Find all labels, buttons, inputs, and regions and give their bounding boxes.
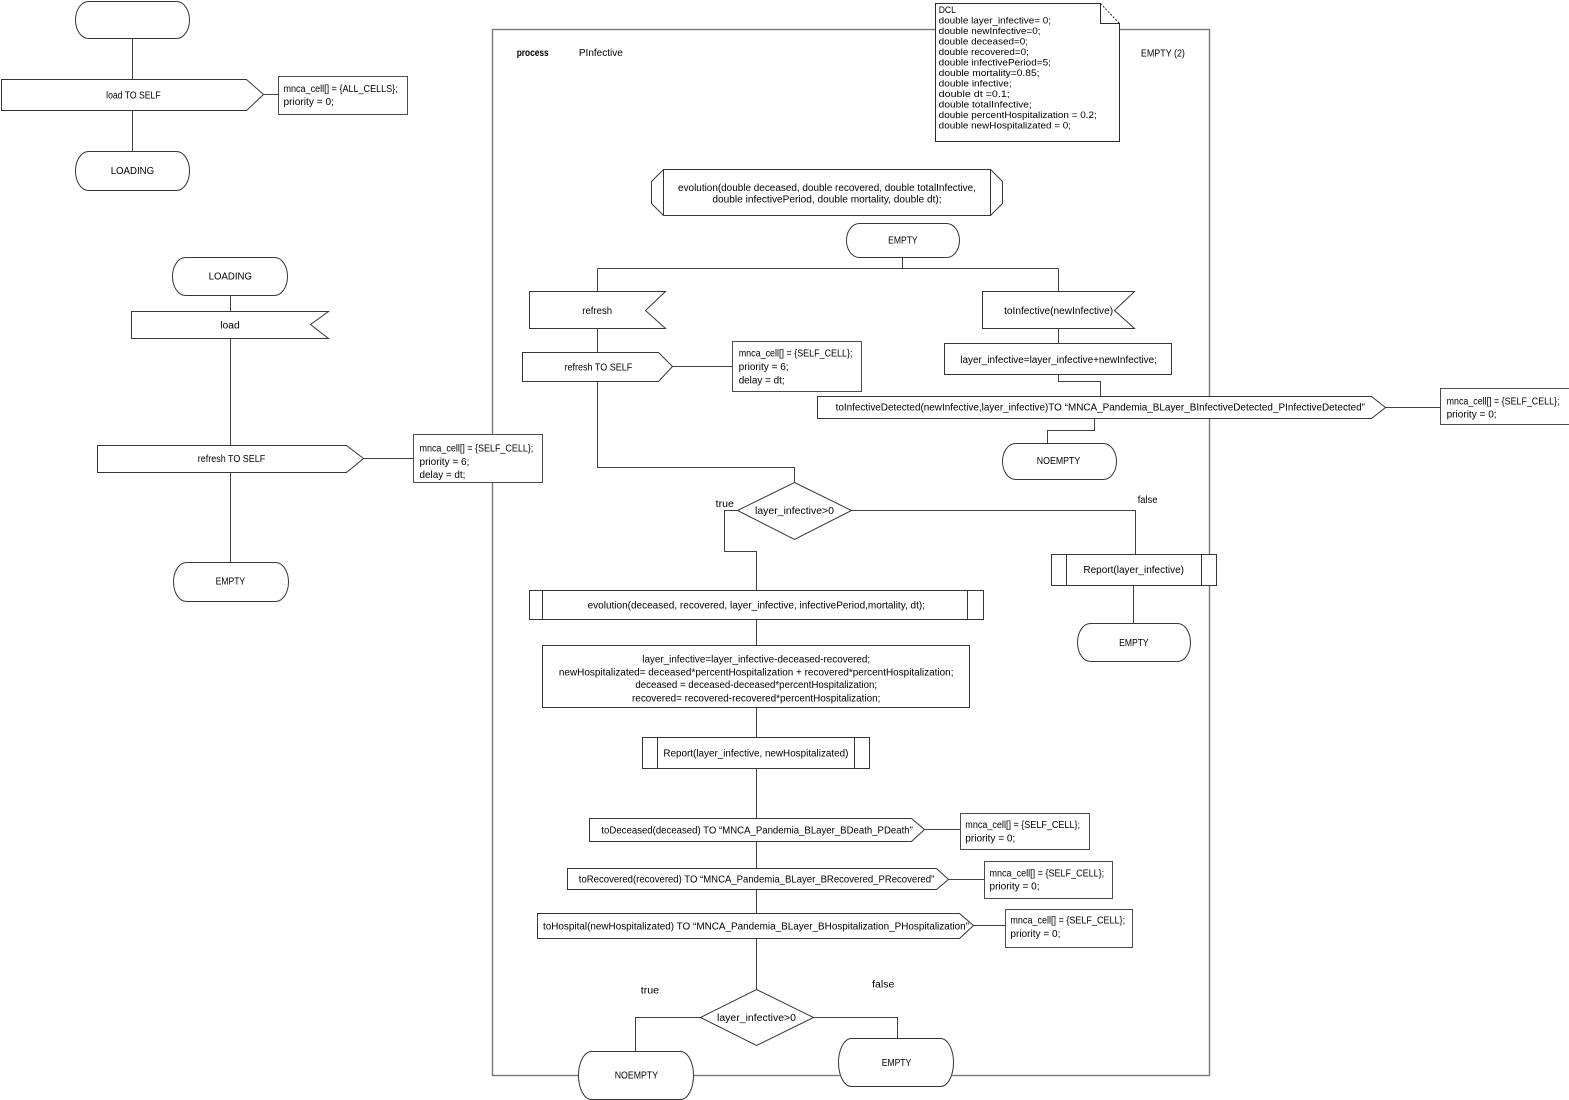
svg-text:mnca_cell[] = {SELF_CELL};: mnca_cell[] = {SELF_CELL}; [420, 444, 534, 455]
svg-text:double infectivePeriod, double: double infectivePeriod, double mortality… [712, 194, 941, 205]
svg-text:double mortality=0.85;: double mortality=0.85; [939, 68, 1040, 79]
svg-text:evolution(deceased, recovered,: evolution(deceased, recovered, layer_inf… [588, 601, 925, 612]
svg-text:priority = 6;: priority = 6; [739, 362, 789, 373]
svg-text:double infectivePeriod=5;: double infectivePeriod=5; [939, 57, 1051, 68]
svg-text:EMPTY: EMPTY [888, 235, 918, 246]
svg-text:newHospitalizated= deceased*pe: newHospitalizated= deceased*percentHospi… [559, 667, 954, 678]
svg-text:process: process [517, 48, 549, 59]
svg-text:delay = dt;: delay = dt; [739, 376, 785, 387]
svg-text:double dt =0.1;: double dt =0.1; [939, 89, 1010, 100]
svg-text:toHospital(newHospitalizated): toHospital(newHospitalizated) TO “MNCA_P… [543, 921, 969, 932]
svg-text:deceased = deceased-deceased*p: deceased = deceased-deceased*percentHosp… [635, 680, 877, 691]
svg-text:mnca_cell[] = {SELF_CELL};: mnca_cell[] = {SELF_CELL}; [990, 868, 1105, 879]
svg-text:true: true [716, 499, 735, 510]
svg-text:EMPTY: EMPTY [882, 1058, 912, 1069]
svg-text:layer_infective>0: layer_infective>0 [717, 1013, 796, 1024]
svg-text:delay = dt;: delay = dt; [420, 470, 466, 481]
svg-text:layer_infective>0: layer_infective>0 [755, 506, 834, 517]
svg-text:mnca_cell[] = {SELF_CELL};: mnca_cell[] = {SELF_CELL}; [1010, 916, 1125, 927]
svg-text:EMPTY (2): EMPTY (2) [1141, 49, 1185, 60]
svg-text:LOADING: LOADING [209, 272, 253, 283]
svg-text:mnca_cell[] = {SELF_CELL};: mnca_cell[] = {SELF_CELL}; [965, 820, 1080, 831]
svg-text:priority = 0;: priority = 0; [1010, 929, 1060, 940]
svg-text:mnca_cell[] = {SELF_CELL};: mnca_cell[] = {SELF_CELL}; [739, 349, 853, 360]
svg-text:Report(layer_infective, newHos: Report(layer_infective, newHospitalizate… [663, 748, 848, 759]
svg-text:double totalInfective;: double totalInfective; [939, 99, 1032, 110]
svg-text:double newInfective=0;: double newInfective=0; [939, 26, 1041, 37]
svg-text:PInfective: PInfective [579, 48, 623, 59]
svg-text:load: load [220, 320, 240, 331]
svg-text:LOADING: LOADING [111, 166, 155, 177]
svg-text:false: false [1138, 495, 1158, 506]
svg-text:double layer_infective= 0;: double layer_infective= 0; [939, 15, 1051, 26]
svg-text:NOEMPTY: NOEMPTY [1037, 456, 1081, 467]
svg-text:Report(layer_infective): Report(layer_infective) [1083, 565, 1184, 576]
svg-text:recovered= recovered-recovered: recovered= recovered-recovered*percentHo… [632, 693, 880, 704]
svg-text:NOEMPTY: NOEMPTY [615, 1071, 659, 1082]
svg-text:true: true [641, 986, 660, 997]
svg-text:toInfectiveDetected(newInfecti: toInfectiveDetected(newInfective,layer_i… [836, 403, 1365, 414]
svg-text:evolution(double deceased, dou: evolution(double deceased, double recove… [678, 183, 976, 194]
svg-text:double infective;: double infective; [939, 78, 1012, 89]
svg-text:EMPTY: EMPTY [216, 577, 246, 588]
svg-text:layer_infective=layer_infectiv: layer_infective=layer_infective-deceased… [642, 654, 870, 665]
svg-text:toRecovered(recovered) TO “MNC: toRecovered(recovered) TO “MNCA_Pandemia… [579, 875, 934, 886]
svg-text:toInfective(newInfective): toInfective(newInfective) [1004, 306, 1113, 317]
svg-text:double newHospitalizated = 0;: double newHospitalizated = 0; [939, 120, 1071, 131]
svg-text:load TO SELF: load TO SELF [106, 91, 161, 102]
svg-text:priority = 0;: priority = 0; [990, 882, 1040, 893]
svg-text:DCL: DCL [939, 5, 956, 16]
svg-text:double percentHospitalization: double percentHospitalization = 0.2; [939, 110, 1097, 121]
svg-text:EMPTY: EMPTY [1119, 638, 1149, 649]
svg-text:refresh TO SELF: refresh TO SELF [198, 454, 265, 465]
svg-text:priority = 6;: priority = 6; [420, 457, 470, 468]
svg-text:priority = 0;: priority = 0; [1447, 410, 1497, 421]
svg-text:layer_infective=layer_infectiv: layer_infective=layer_infective+newInfec… [960, 355, 1157, 366]
svg-text:refresh TO SELF: refresh TO SELF [565, 362, 633, 373]
svg-text:refresh: refresh [582, 306, 612, 317]
svg-text:priority = 0;: priority = 0; [965, 834, 1015, 845]
svg-text:toDeceased(deceased) TO “MNCA_: toDeceased(deceased) TO “MNCA_Pandemia_B… [601, 826, 912, 837]
svg-text:double deceased=0;: double deceased=0; [939, 36, 1028, 47]
svg-text:false: false [872, 980, 895, 991]
svg-text:double recovered=0;: double recovered=0; [939, 47, 1029, 58]
svg-text:priority = 0;: priority = 0; [284, 97, 334, 108]
svg-text:mnca_cell[] = {ALL_CELLS};: mnca_cell[] = {ALL_CELLS}; [284, 84, 398, 95]
svg-text:mnca_cell[] = {SELF_CELL};: mnca_cell[] = {SELF_CELL}; [1447, 396, 1560, 407]
